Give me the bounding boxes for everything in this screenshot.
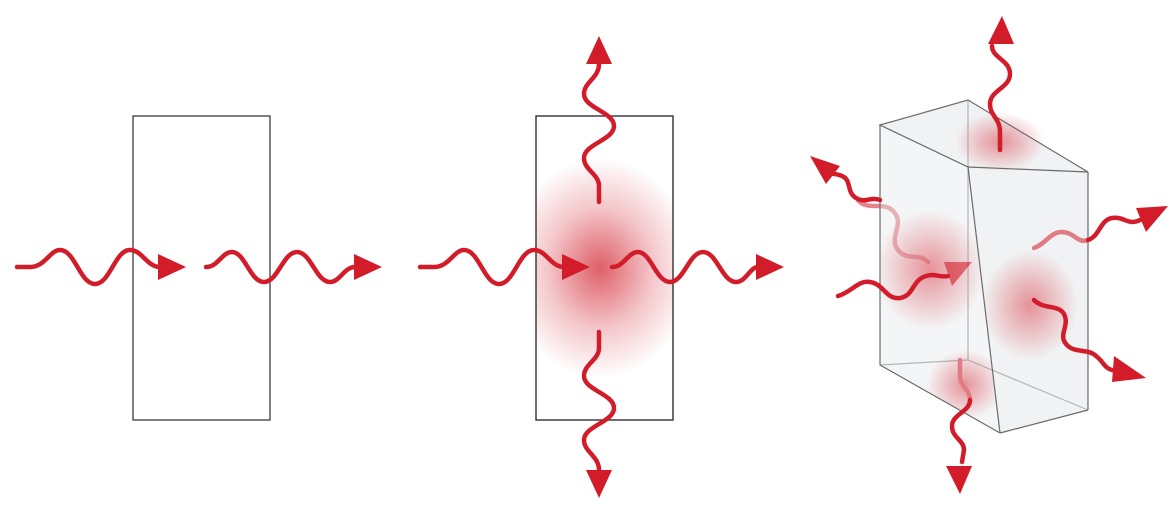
- transmitted-wave: [203, 249, 382, 285]
- scattered-wave-up: [581, 36, 617, 205]
- arrowhead: [586, 470, 612, 498]
- arrowhead: [988, 16, 1014, 44]
- arrowhead: [1112, 356, 1146, 382]
- scattered-wave-up: [987, 16, 1014, 153]
- scatter-glow: [536, 158, 673, 378]
- glow-front: [880, 210, 985, 330]
- arrowhead: [586, 36, 612, 64]
- arrowhead: [810, 156, 840, 184]
- scattered-wave-right: [1031, 206, 1168, 251]
- arrowhead: [1136, 206, 1168, 232]
- arrowhead: [756, 254, 784, 280]
- scattered-wave-down: [946, 357, 973, 494]
- arrowhead: [158, 254, 186, 280]
- arrowhead: [562, 254, 590, 280]
- incoming-wave: [14, 247, 186, 287]
- incoming-wave: [835, 262, 972, 301]
- panel-absorption: [14, 115, 382, 421]
- panel-scattering-2d: [417, 36, 784, 498]
- panel-scattering-3d: [810, 16, 1168, 494]
- glow-side: [982, 250, 1078, 360]
- arrowhead: [354, 254, 382, 280]
- scattered-wave-up-left: [810, 156, 883, 203]
- box-hidden-edges: [879, 100, 1089, 411]
- scattered-wave-down-right: [1031, 297, 1146, 382]
- scattered-wave-down: [581, 329, 617, 498]
- incoming-wave: [417, 247, 590, 287]
- arrowhead: [946, 466, 972, 494]
- absorbing-slab: [132, 115, 271, 421]
- arrowhead: [944, 262, 972, 286]
- box-edges: [878, 99, 1089, 434]
- scattered-wave-right: [609, 249, 784, 285]
